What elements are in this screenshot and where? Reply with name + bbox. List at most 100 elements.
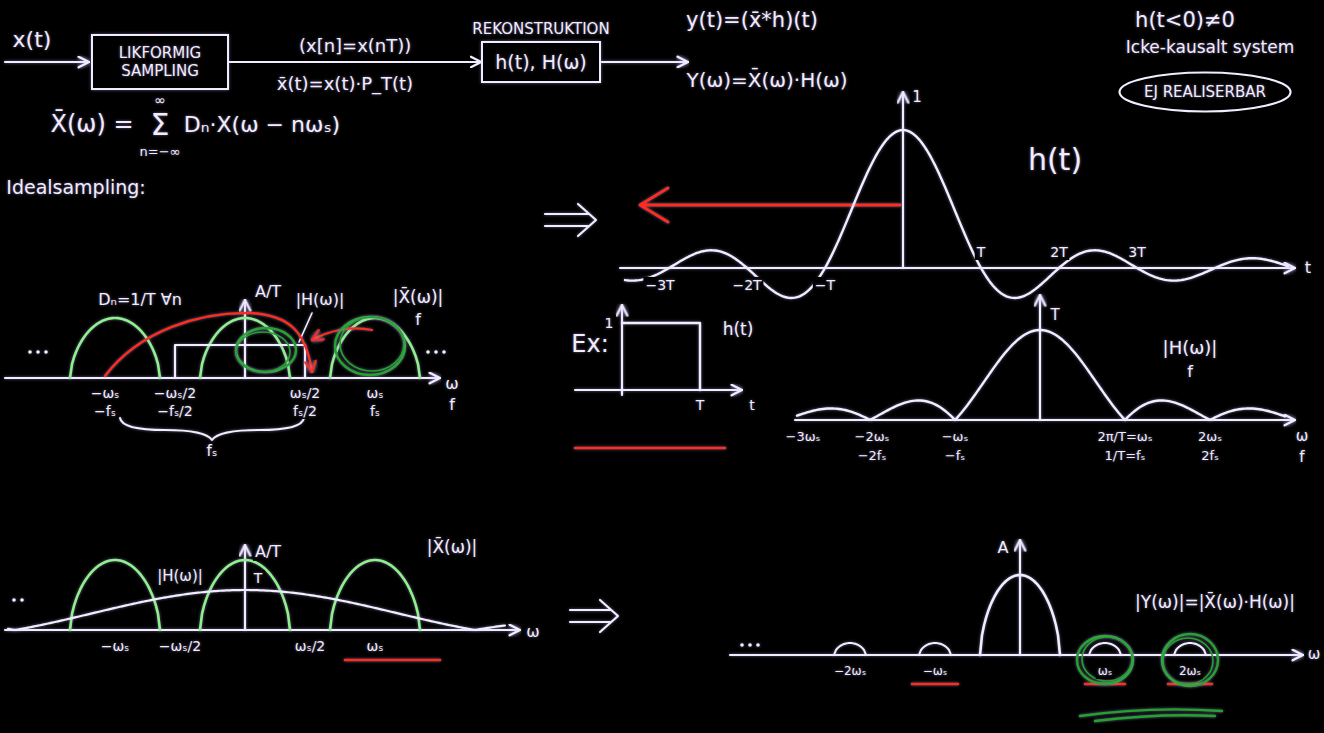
math-label: Y(ω)=X̄(ω)·H(ω) bbox=[684, 69, 849, 92]
math-label: A/T bbox=[253, 283, 283, 301]
sinc-magnitude bbox=[8, 590, 505, 630]
math-label: f bbox=[413, 311, 423, 329]
math-label: f bbox=[1185, 363, 1195, 381]
math-label: h(t<0)≠0 bbox=[1133, 8, 1237, 32]
math-label: 3T bbox=[1126, 244, 1147, 260]
reconstructed-spectrum bbox=[980, 575, 1060, 655]
time-axis bbox=[620, 267, 1295, 269]
math-label: ωₛ/2 bbox=[293, 638, 328, 654]
math-label: −ωₛ bbox=[921, 665, 950, 679]
ellipsis-dot bbox=[12, 598, 16, 602]
annotation-underline bbox=[345, 659, 440, 662]
math-label: n=−∞ bbox=[138, 145, 183, 160]
math-label: |X̄(ω)| bbox=[391, 288, 446, 308]
math-label: h(t) bbox=[721, 320, 756, 340]
math-label: |H(ω)| bbox=[1161, 338, 1220, 359]
math-label: fₛ/2 bbox=[291, 403, 319, 419]
math-label: A/T bbox=[253, 543, 283, 561]
spectrum-copy bbox=[330, 560, 420, 630]
input-arrow bbox=[5, 61, 89, 63]
annotation-underline bbox=[1080, 709, 1222, 721]
residual-image bbox=[1174, 643, 1206, 655]
ellipsis-dot bbox=[426, 350, 430, 354]
math-label: −ωₛ bbox=[99, 638, 132, 654]
math-label: ∞ bbox=[152, 92, 168, 108]
implies-arrow bbox=[545, 204, 596, 236]
math-label: |Y(ω)|=|X̄(ω)·H(ω)| bbox=[1133, 593, 1297, 613]
annotation-underline bbox=[575, 447, 725, 450]
amplitude-axis bbox=[621, 305, 623, 395]
ellipsis-dot bbox=[756, 643, 760, 647]
math-label: x(t) bbox=[11, 27, 54, 52]
math-label: −3ωₛ bbox=[784, 430, 823, 445]
math-label: T bbox=[694, 397, 707, 413]
math-label: 1 bbox=[603, 315, 616, 331]
math-label: X̄(ω) = bbox=[48, 111, 135, 139]
residual-image bbox=[1089, 643, 1121, 655]
math-label: ω bbox=[1306, 646, 1323, 663]
math-label: Dₙ·X(ω − nωₛ) bbox=[182, 112, 342, 137]
math-label: −ωₛ bbox=[940, 430, 971, 445]
math-label: 2ωₛ bbox=[1196, 430, 1224, 445]
process-box: LIKFORMIG SAMPLING bbox=[91, 34, 229, 90]
math-label: |H(ω)| bbox=[155, 568, 205, 585]
math-label: fₛ bbox=[368, 403, 382, 419]
annotation-circle bbox=[236, 332, 290, 372]
annotation-arrow bbox=[640, 188, 900, 222]
math-label: t bbox=[1303, 259, 1313, 277]
math-label: |H(ω)| bbox=[294, 291, 347, 309]
note-oval: EJ REALISERBAR bbox=[1118, 71, 1292, 113]
annotation-circle bbox=[1077, 636, 1133, 684]
math-label: −3T bbox=[643, 277, 676, 293]
ellipsis-dot bbox=[434, 350, 438, 354]
box-heading: REKONSTRUKTION bbox=[472, 20, 609, 38]
annotation-circle bbox=[1082, 637, 1132, 681]
ellipsis-dot bbox=[748, 643, 752, 647]
math-label: −ωₛ/2 bbox=[152, 385, 198, 401]
math-label: −ωₛ/2 bbox=[157, 638, 203, 654]
math-label: −2fₛ bbox=[856, 449, 889, 464]
amplitude-axis bbox=[902, 92, 904, 268]
math-label: 1 bbox=[910, 89, 924, 106]
annotation-stroke bbox=[105, 313, 312, 376]
math-label: ωₛ/2 bbox=[288, 385, 323, 401]
sinc-magnitude bbox=[797, 330, 1285, 420]
annotation-underline bbox=[912, 683, 1212, 686]
spectrum-copy bbox=[70, 560, 160, 630]
math-label: 2ωₛ bbox=[1177, 665, 1203, 679]
math-label: x̄(t)=x(t)·P_T(t) bbox=[275, 74, 415, 95]
math-label: f bbox=[447, 396, 457, 414]
time-axis bbox=[575, 389, 742, 391]
math-label: ωₛ bbox=[365, 385, 386, 401]
amplitude-axis bbox=[244, 545, 246, 630]
math-label: 2fₛ bbox=[1199, 449, 1221, 464]
math-label: 2π/T=ωₛ bbox=[1095, 430, 1154, 445]
math-label: −2ωₛ bbox=[853, 430, 892, 445]
math-label: Idealsampling: bbox=[4, 177, 147, 199]
oval-border bbox=[1119, 73, 1290, 112]
math-label: y(t)=(x̄*h)(t) bbox=[684, 8, 820, 32]
math-label: T bbox=[975, 244, 988, 260]
process-box: REKONSTRUKTIONh(t), H(ω) bbox=[481, 41, 600, 84]
signal-label: (x[n]=x(nT)) bbox=[297, 36, 413, 57]
ellipsis-dot bbox=[740, 643, 744, 647]
box-text: h(t), H(ω) bbox=[495, 51, 586, 74]
math-label: fₛ bbox=[205, 443, 220, 460]
ellipsis-dot bbox=[20, 598, 24, 602]
bandwidth-brace bbox=[120, 418, 304, 440]
spectrum-copy bbox=[200, 560, 290, 630]
residual-image bbox=[919, 643, 951, 655]
annotation-circle bbox=[1163, 638, 1213, 684]
implies-arrow bbox=[570, 600, 618, 632]
math-label: ωₛ bbox=[1096, 665, 1115, 679]
math-label: 2T bbox=[1048, 244, 1069, 260]
math-label: Σ bbox=[149, 108, 172, 143]
annotation-circle bbox=[1162, 634, 1218, 686]
math-label: −2ωₛ bbox=[832, 665, 868, 679]
math-label: ω bbox=[443, 375, 460, 393]
math-label: 1/T=fₛ bbox=[1103, 449, 1148, 464]
ellipsis-dot bbox=[44, 350, 48, 354]
